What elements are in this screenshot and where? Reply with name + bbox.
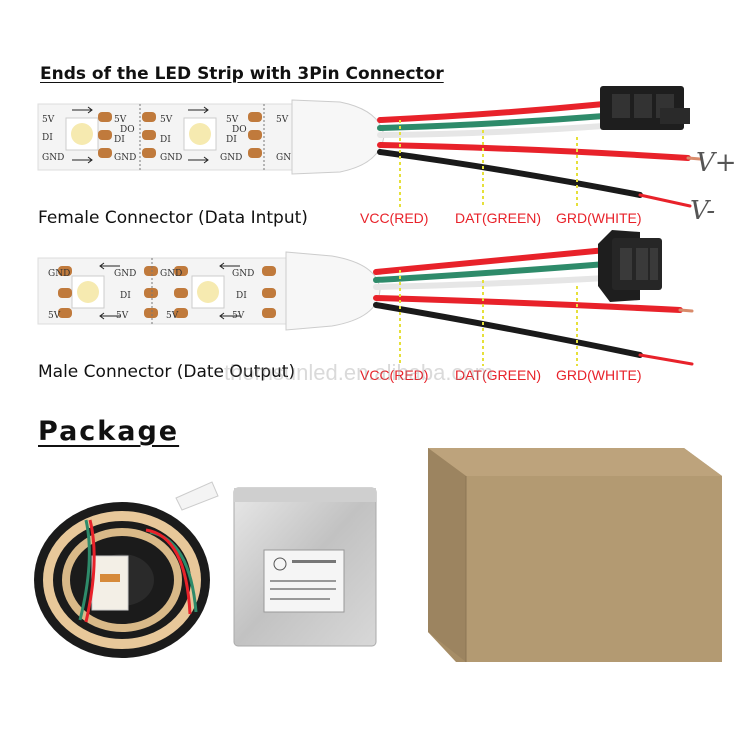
male-connector-label: Male Connector (Date Output) [38, 362, 296, 382]
pin-label: 5V [276, 115, 289, 125]
vcc-red-label: VCC(RED) [360, 210, 429, 226]
strip-ends-title: Ends of the LED Strip with 3Pin Connecto… [40, 64, 444, 84]
pin-label: DI [42, 133, 53, 143]
pin-label: 5V [226, 115, 239, 125]
shipping-box-image [428, 448, 722, 662]
package-heading: Package [38, 416, 180, 447]
watermark: thomsunled.en.alibaba.com [224, 360, 494, 385]
pin-label: DI [160, 135, 171, 145]
pin-label: 5V [160, 115, 173, 125]
pin-label: GND [42, 153, 64, 163]
pin-label: DI [236, 291, 247, 301]
v-plus-label: V+ [696, 148, 737, 178]
pin-label: DI [120, 291, 131, 301]
led-reel-image [34, 481, 219, 658]
female-connector [600, 86, 690, 130]
pin-label: GND [220, 153, 242, 163]
desiccant-pack [91, 555, 129, 611]
pin-label: GND [114, 153, 136, 163]
pin-label: GND [232, 269, 254, 279]
led-strip-top: 5V DI GND 5V DO DI GND 5V DI GND 5V DO D… [37, 99, 385, 175]
female-connector-label: Female Connector (Data Intput) [38, 208, 308, 228]
led-strip-bottom: GND 5V GND DI 5V GND 5V GND DI 5V [37, 251, 381, 331]
pin-label: GND [160, 153, 182, 163]
pin-label: GND [160, 269, 182, 279]
pin-label: 5V [48, 311, 61, 321]
pin-label: GND [114, 269, 136, 279]
wire-guides [399, 120, 578, 366]
male-connector [598, 230, 662, 302]
top-wires [377, 101, 702, 208]
pin-label: GND [276, 153, 298, 163]
dat-green-label: DAT(GREEN) [455, 210, 542, 226]
pin-label: 5V [232, 311, 245, 321]
pin-label: 5V [166, 311, 179, 321]
v-minus-label: V- [690, 196, 716, 226]
pin-label: DO [120, 125, 135, 135]
grd-white-label: GRD(WHITE) [556, 210, 642, 226]
pin-label: 5V [114, 115, 127, 125]
pin-label: DO [232, 125, 247, 135]
pin-label: 5V [42, 115, 55, 125]
vcc-red-label: VCC(RED) [360, 367, 429, 383]
antistatic-bag-image [233, 487, 377, 647]
pin-label: GND [48, 269, 70, 279]
pin-label: DI [114, 135, 125, 145]
pin-label: 5V [116, 311, 129, 321]
dat-green-label: DAT(GREEN) [455, 367, 542, 383]
grd-white-label: GRD(WHITE) [556, 367, 642, 383]
pin-label: DI [226, 135, 237, 145]
bottom-wires [373, 247, 694, 366]
